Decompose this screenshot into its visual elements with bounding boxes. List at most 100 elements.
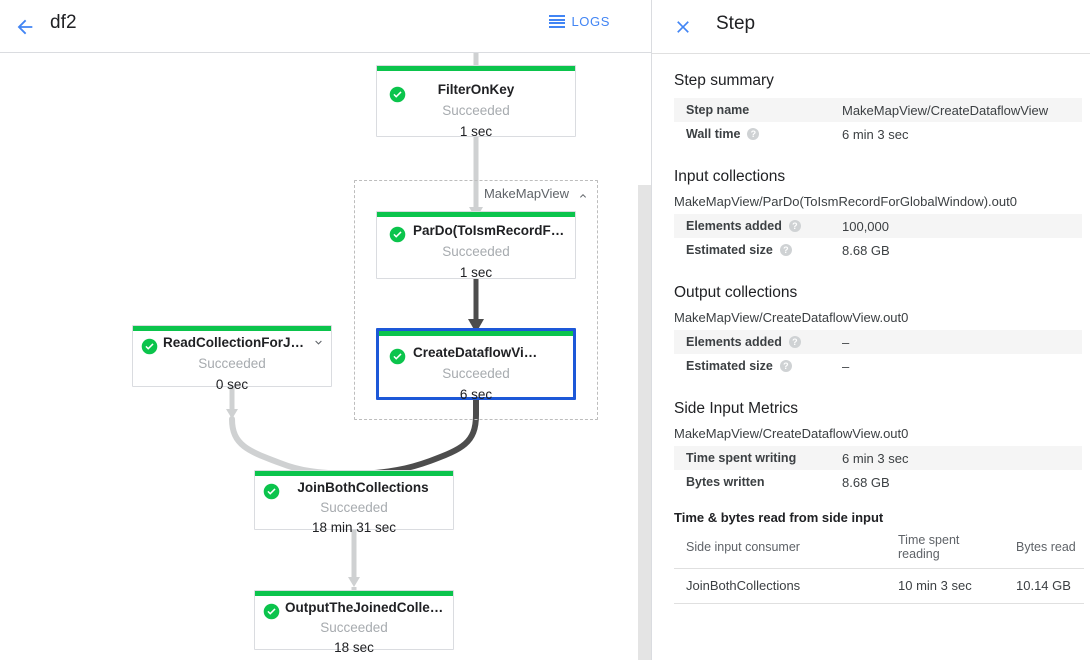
- table-row: Time spent writing 6 min 3 sec: [674, 446, 1082, 470]
- cell-bytes-read: 10.14 GB: [1004, 568, 1084, 604]
- chevron-down-icon[interactable]: [312, 336, 325, 349]
- graph-node-create-dataflow-view[interactable]: CreateDataflowView Succeeded 6 sec: [376, 328, 576, 402]
- side-input-read-table: Side input consumer Time spent reading B…: [674, 527, 1084, 604]
- row-value: 8.68 GB: [842, 474, 890, 490]
- page-title: df2: [50, 12, 77, 33]
- logs-button[interactable]: LOGS: [549, 14, 610, 29]
- top-bar: df2 LOGS: [0, 0, 652, 53]
- node-status: Succeeded: [442, 366, 510, 381]
- node-status: Succeeded: [442, 103, 510, 118]
- pane-divider: [651, 0, 652, 660]
- step-details-body: Step summary Step name MakeMapView/Creat…: [652, 54, 1090, 660]
- graph-node-filter-on-key[interactable]: FilterOnKey Succeeded 1 sec: [376, 65, 576, 139]
- row-value: 6 min 3 sec: [842, 450, 909, 466]
- job-graph-pane: df2 LOGS: [0, 0, 652, 660]
- logs-button-label: LOGS: [571, 14, 610, 29]
- node-duration: 0 sec: [215, 377, 249, 392]
- spacer: [674, 378, 1082, 400]
- row-value: 6 min 3 sec: [842, 126, 909, 142]
- job-graph-canvas[interactable]: MakeMapView FilterOnKey Succeeded: [0, 53, 652, 660]
- graph-node-output-the-joined-collection[interactable]: OutputTheJoinedCollec… Succeeded 18 sec: [254, 590, 454, 655]
- column-header-bytes-read: Bytes read: [1004, 527, 1084, 569]
- check-circle-icon: [389, 348, 406, 365]
- row-value: –: [842, 334, 850, 350]
- check-circle-icon: [263, 603, 280, 620]
- node-duration: 1 sec: [459, 265, 493, 280]
- row-key: Estimated size?: [674, 354, 842, 378]
- row-key: Estimated size?: [674, 238, 842, 262]
- help-icon[interactable]: ?: [779, 244, 792, 256]
- cell-time-spent-reading: 10 min 3 sec: [886, 568, 1004, 604]
- step-summary-table: Step name MakeMapView/CreateDataflowView…: [674, 98, 1082, 146]
- help-icon[interactable]: ?: [747, 128, 760, 140]
- row-value: 100,000: [842, 218, 889, 234]
- chevron-up-icon[interactable]: [577, 189, 589, 201]
- node-status-bar: [255, 591, 453, 596]
- node-duration: 18 min 31 sec: [311, 520, 397, 535]
- node-duration: 6 sec: [459, 387, 493, 402]
- node-status: Succeeded: [442, 244, 510, 259]
- table-row: JoinBothCollections 10 min 3 sec 10.14 G…: [674, 568, 1084, 604]
- node-name: ReadCollectionForJoin: [163, 335, 311, 350]
- row-key: Elements added?: [674, 330, 842, 354]
- node-duration: 1 sec: [459, 124, 493, 139]
- graph-node-join-both-collections[interactable]: JoinBothCollections Succeeded 18 min 31 …: [254, 470, 454, 535]
- group-box-makemapview[interactable]: MakeMapView: [354, 180, 598, 420]
- node-name: FilterOnKey: [437, 82, 515, 97]
- side-input-collection-name: MakeMapView/CreateDataflowView.out0: [674, 426, 909, 441]
- row-key-label: Estimated size: [686, 243, 773, 257]
- table-row: Wall time? 6 min 3 sec: [674, 122, 1082, 146]
- node-status: Succeeded: [198, 356, 266, 371]
- graph-node-read-collection-for-join[interactable]: ReadCollectionForJoin Succeeded 0 sec: [132, 325, 332, 392]
- table-row: Elements added? –: [674, 330, 1082, 354]
- check-circle-icon: [389, 86, 406, 103]
- node-status-bar: [377, 66, 575, 71]
- node-name: CreateDataflowView: [413, 345, 542, 360]
- spacer: [674, 146, 1082, 168]
- table-row: Estimated size? –: [674, 354, 1082, 378]
- row-key-label: Elements added: [686, 219, 782, 233]
- section-heading-input-collections: Input collections: [674, 168, 786, 185]
- node-name: ParDo(ToIsmRecordFor…: [413, 223, 575, 238]
- row-key: Time spent writing: [686, 451, 797, 465]
- output-collections-table: Elements added? – Estimated size? –: [674, 330, 1082, 378]
- node-status: Succeeded: [320, 620, 388, 635]
- close-icon[interactable]: [668, 12, 698, 42]
- graph-vertical-scrollbar[interactable]: [638, 53, 651, 660]
- row-value: 8.68 GB: [842, 242, 890, 258]
- table-row: Step name MakeMapView/CreateDataflowView: [674, 98, 1082, 122]
- check-circle-icon: [141, 338, 158, 355]
- row-key: Bytes written: [686, 475, 765, 489]
- node-duration: 18 sec: [334, 640, 374, 655]
- output-collection-name: MakeMapView/CreateDataflowView.out0: [674, 310, 909, 325]
- row-key: Step name: [686, 103, 750, 117]
- node-status-bar: [255, 471, 453, 476]
- row-key-label: Wall time: [686, 127, 741, 141]
- step-panel-header: Step: [652, 0, 1090, 54]
- help-icon[interactable]: ?: [788, 220, 801, 232]
- row-value: MakeMapView/CreateDataflowView: [842, 102, 1049, 118]
- node-name: JoinBothCollections: [297, 480, 429, 495]
- node-name: OutputTheJoinedCollec…: [285, 600, 451, 615]
- section-heading-step-summary: Step summary: [674, 72, 774, 89]
- help-icon[interactable]: ?: [788, 336, 801, 348]
- table-row: Bytes written 8.68 GB: [674, 470, 1082, 494]
- group-label: MakeMapView: [483, 186, 569, 201]
- graph-node-pardo-toismrecord[interactable]: ParDo(ToIsmRecordFor… Succeeded 1 sec: [376, 211, 576, 280]
- section-heading-side-input-read: Time & bytes read from side input: [674, 510, 884, 525]
- step-details-pane: Step Step summary Step name MakeMapView/…: [652, 0, 1090, 660]
- section-heading-output-collections: Output collections: [674, 284, 798, 301]
- spacer: [674, 494, 1082, 510]
- column-header-time-spent-reading: Time spent reading: [886, 527, 1004, 569]
- logs-list-icon: [549, 15, 566, 28]
- row-key-label: Estimated size: [686, 359, 773, 373]
- node-status-bar: [379, 331, 573, 336]
- table-row: Elements added? 100,000: [674, 214, 1082, 238]
- scrollbar-thumb[interactable]: [638, 185, 651, 660]
- side-input-metrics-table: Time spent writing 6 min 3 sec Bytes wri…: [674, 446, 1082, 494]
- help-icon[interactable]: ?: [779, 360, 792, 372]
- node-status-bar: [133, 326, 331, 331]
- back-arrow-icon[interactable]: [9, 11, 41, 43]
- table-header-row: Side input consumer Time spent reading B…: [674, 527, 1084, 569]
